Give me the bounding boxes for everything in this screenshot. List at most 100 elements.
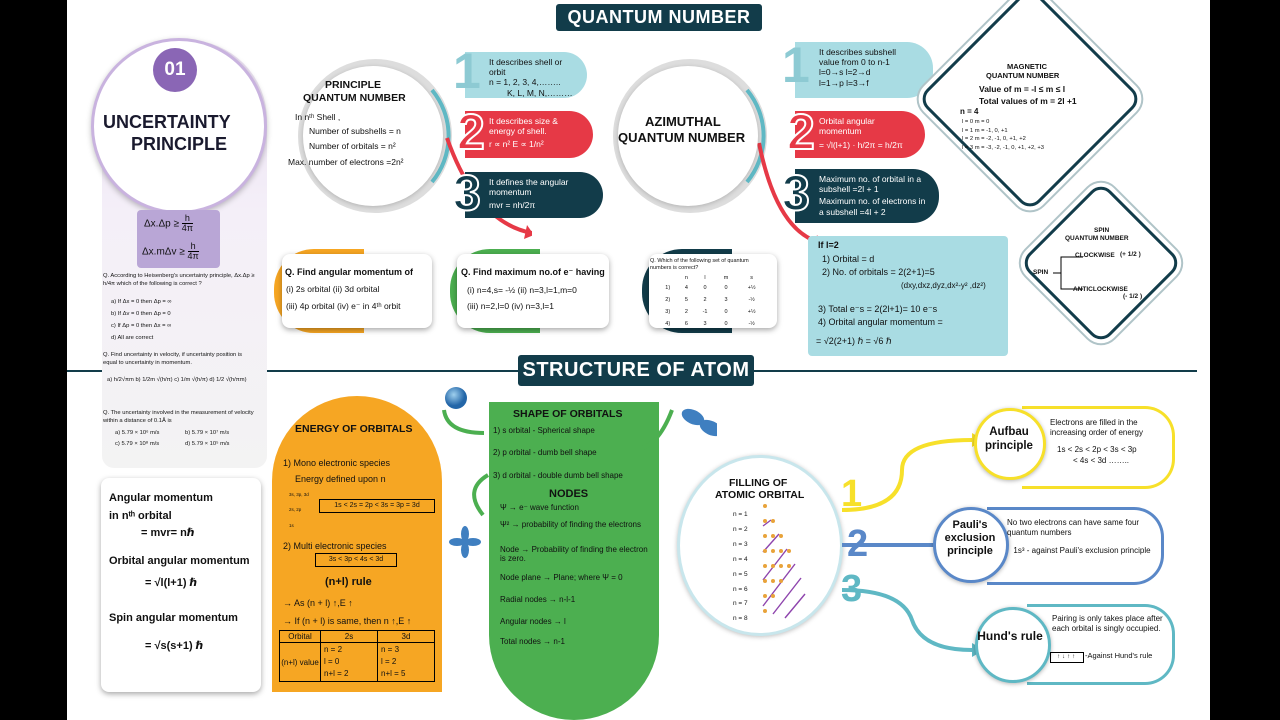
question-card-3 [649, 254, 777, 328]
principle-line-4: Max. number of electrons =2n² [288, 157, 404, 167]
uncertainty-q2-options[interactable]: a) h/2√πm b) 1/2m √(h/π) c) 1/m √(h/π) d… [107, 377, 247, 383]
angular-l1: Angular momentum [109, 492, 213, 504]
uncertainty-q2: Q. Find uncertainty in velocity, if unce… [103, 352, 243, 366]
p3-text-b: mvr = nh/2π [489, 200, 536, 211]
ifl2-line-2: 1) Orbital = d [822, 254, 875, 264]
hund-box [1027, 604, 1175, 685]
rule-number-3: 3 [841, 568, 863, 610]
magnetic-row-0: l = 0 m = 0 [962, 119, 990, 125]
uncertainty-q1: Q. According to Heisenberg's uncertainty… [103, 273, 255, 287]
shape-panel [489, 402, 659, 720]
formula-2-num: h [187, 241, 199, 253]
energy-seq-2: 3s < 3p < 4s < 3d [315, 553, 397, 567]
level: n = 7 [733, 600, 748, 608]
ifl2-line-7: = √2(2+1) ℏ = √6 ℏ [816, 336, 892, 346]
q3-head-l: l [704, 275, 706, 281]
page-title: QUANTUM NUMBER [556, 4, 762, 31]
azimuthal-circle [618, 66, 758, 206]
aufbau-seq-2: < 4s < 3d …….. [1073, 456, 1130, 465]
pauli-text: No two electrons can have same four quan… [1007, 518, 1140, 537]
aufbau-seq-1: 1s < 2s < 2p < 3s < 3p [1057, 445, 1137, 454]
nodes-line-3: Node → Probability of finding the electr… [500, 545, 648, 563]
q3-option-a[interactable]: a) 5.79 × 10⁶ m/s [115, 430, 160, 436]
energy-line-1: 1) Mono electronic species [283, 458, 391, 468]
cell: -1 [702, 309, 708, 315]
q3-option-d[interactable]: d) 5.79 × 10⁵ m/s [185, 441, 230, 447]
azimuthal-number-3: 3 [781, 165, 811, 221]
question-3-title: Q. Which of the following set of quantum… [650, 258, 749, 271]
nodes-line-2: Ψ² → probability of finding the electron… [500, 520, 641, 529]
magnetic-title-1: MAGNETIC [1007, 62, 1047, 71]
question-2-a: (i) n=4,s= -½ (ii) n=3,l=1,m=0 [467, 285, 577, 295]
cell: 4 [684, 285, 688, 291]
principle-point-2: It describes size & energy of shell. r ∝… [465, 111, 593, 158]
energy-line-3: 2) Multi electronic species [283, 541, 387, 551]
e2s-sum: n+l = 2 [324, 669, 349, 678]
magnetic-line-3: n = 4 [960, 107, 979, 116]
pauli-title: Pauli's exclusion principle [944, 519, 996, 558]
level: n = 1 [733, 511, 748, 518]
azimuthal-point-2: Orbital angular momentum = √l(l+1) · h/2… [795, 111, 925, 158]
angular-l5: = √l(l+1) ℏ [145, 577, 198, 589]
aufbau-box [1022, 406, 1175, 489]
q1-option-d[interactable]: d) All are correct [111, 335, 154, 341]
cell: 0 [724, 285, 728, 291]
level-3: 3s, 3p, 3d [289, 492, 309, 497]
rule-number-2: 2 [847, 523, 869, 565]
principle-point-3: It defines the angular momentum mvr = nh… [465, 172, 603, 218]
question-1-a: (i) 2s orbital (ii) 3d orbital [286, 284, 380, 294]
spin-label: SPIN [1033, 269, 1049, 276]
a2-text-b: = √l(l+1) · h/2π = h/2π [819, 140, 903, 151]
p2-text: It describes size & energy of shell. [489, 116, 558, 137]
principle-point-1: It describes shell or orbit n = 1, 2, 3,… [465, 52, 587, 98]
a2-text: Orbital angular momentum [819, 116, 875, 137]
pauli-circle [933, 507, 1009, 583]
a1-text-c: l=0→s l=2→d [819, 67, 871, 78]
p2-text-b: r ∝ n² E ∝ 1/n² [489, 139, 544, 150]
d-orbital-icon [449, 473, 490, 558]
q1-option-b[interactable]: b) If Δv = 0 then Δp = 0 [111, 311, 171, 317]
cell: 5 [684, 297, 688, 303]
q1-option-c[interactable]: c) If Δp = 0 then Δx = ∞ [111, 323, 172, 329]
formula-1-num: h [181, 213, 193, 225]
p-orbital-icon [631, 408, 717, 452]
azimuthal-number-2: 2 [786, 104, 816, 160]
q1-option-a[interactable]: a) If Δx = 0 then Δp = ∞ [111, 299, 172, 305]
azimuthal-point-3: Maximum no. of orbital in a subshell =2l… [795, 169, 939, 223]
cell: 1) [665, 285, 671, 291]
principle-number-1: 1 [453, 43, 481, 99]
shape-title: SHAPE OF ORBITALS [513, 408, 623, 420]
e3d-l: l = 2 [381, 657, 397, 666]
principle-line-3: Number of orbitals = n² [309, 141, 396, 151]
ifl2-line-6: 4) Orbital angular momentum = [818, 317, 943, 327]
magnetic-title-2: QUANTUM NUMBER [986, 71, 1060, 80]
cell: 6 [684, 321, 688, 327]
cell: 0 [724, 321, 728, 327]
a3-text-b: Maximum no. of electrons in a subshell =… [819, 196, 926, 217]
question-1-title: Q. Find angular momentum of [285, 267, 413, 277]
uncertainty-q1-options: a) If Δx = 0 then Δp = ∞ b) If Δv = 0 th… [111, 296, 172, 344]
shape-line-2: 2) p orbital - dumb bell shape [493, 448, 597, 457]
nodes-line-1: Ψ → e⁻ wave function [500, 503, 579, 512]
angular-momentum-card [101, 478, 261, 692]
cell: +½ [747, 309, 756, 315]
q3-option-c[interactable]: c) 5.79 × 10⁸ m/s [115, 441, 160, 447]
uncertainty-title-1: UNCERTAINTY [103, 112, 231, 132]
q3-option-b[interactable]: b) 5.79 × 10⁷ m/s [185, 430, 230, 436]
cell: 3 [724, 297, 728, 303]
principle-number-3: 3 [452, 165, 482, 221]
question-2-title: Q. Find maximum no.of e⁻ having [461, 267, 605, 277]
uncertainty-number-badge: 01 [153, 48, 197, 92]
energy-rule-2: → If (n + l) is same, then n ↑,E ↑ [283, 616, 412, 626]
principle-number-2: 2 [456, 104, 486, 160]
rule-number-1: 1 [841, 473, 863, 515]
cell: 4) [665, 321, 671, 327]
